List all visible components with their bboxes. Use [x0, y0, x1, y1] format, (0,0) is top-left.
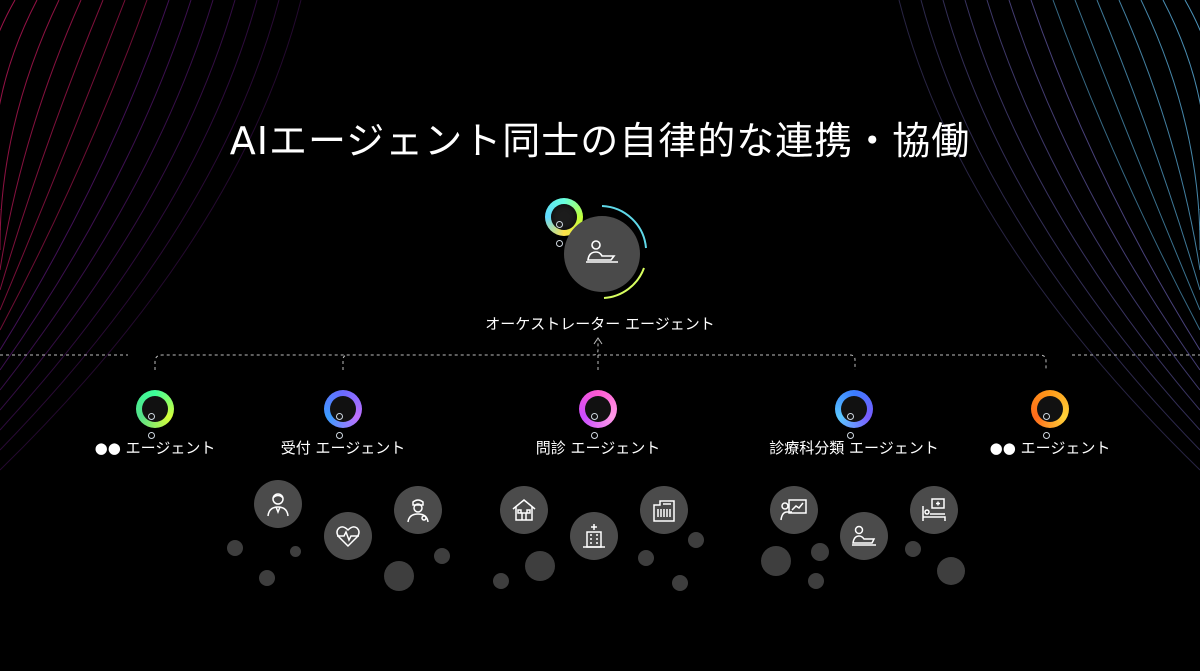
- background-arc-line: [1140, 0, 1200, 250]
- connector-right: [598, 354, 856, 370]
- doctor-icon: [267, 493, 289, 517]
- decor-dot: [493, 573, 509, 589]
- decor-dot: [808, 573, 824, 589]
- agent-unknown-left: ●● エージェント: [55, 390, 255, 458]
- nurse-icon: [407, 499, 429, 523]
- orchestrator-icon-bubble: [564, 216, 640, 292]
- presentation-icon: [780, 499, 807, 521]
- agent-label: 受付 エージェント: [280, 439, 406, 457]
- decor-dot: [905, 541, 921, 557]
- orchestrator-label: オーケストレーター エージェント: [485, 315, 715, 333]
- background-arc-line: [1184, 0, 1200, 210]
- background-arc-line: [0, 0, 82, 271]
- decor-dot: [290, 546, 301, 557]
- hospital-icon-bubble: [570, 512, 618, 560]
- page-title: AIエージェント同士の自律的な連携・協働: [229, 119, 971, 163]
- background-arc-line: [986, 0, 1200, 391]
- background-arc-line: [0, 0, 38, 230]
- agent-department: 診療科分類 エージェント: [754, 390, 954, 458]
- background-arc-line: [1030, 0, 1200, 351]
- background-arc-line: [1008, 0, 1200, 371]
- heartbeat-icon-bubble: [324, 512, 372, 560]
- background-arc-line: [942, 0, 1200, 431]
- doctor-icon-bubble: [254, 480, 302, 528]
- decor-dot: [638, 550, 654, 566]
- background-arc-line: [0, 0, 214, 391]
- connector-branch-reception: [342, 354, 349, 370]
- orchestrator-agent: [542, 192, 652, 302]
- background-arc-line: [0, 0, 192, 371]
- agent-label: 診療科分類 エージェント: [769, 439, 939, 457]
- agent-avatar: [136, 390, 174, 439]
- decor-dot: [525, 551, 555, 581]
- house-icon: [512, 499, 536, 521]
- heartbeat-icon: [336, 526, 360, 548]
- background-arc-line: [0, 0, 60, 250]
- decor-dot: [688, 532, 704, 548]
- agent-avatar: [324, 390, 362, 439]
- person-at-desk-icon: [852, 525, 876, 546]
- hospital-icon: [583, 524, 605, 548]
- hospital-bed-icon: [922, 498, 946, 521]
- house-icon-bubble: [500, 486, 548, 534]
- background-arc-line: [1096, 0, 1200, 291]
- decor-dot: [259, 570, 275, 586]
- background-arc-line: [964, 0, 1200, 411]
- decor-dot: [434, 548, 450, 564]
- agent-label: ●● エージェント: [989, 439, 1111, 457]
- building-icon-bubble: [640, 486, 688, 534]
- background-arc-line: [0, 0, 170, 351]
- connector-far-right: [862, 354, 1047, 370]
- presentation-icon-bubble: [770, 486, 818, 534]
- nurse-icon-bubble: [394, 486, 442, 534]
- background-arc-line: [1162, 0, 1200, 230]
- decor-dot: [937, 557, 965, 585]
- agent-label: ●● エージェント: [94, 439, 216, 457]
- agent-inquiry: 問診 エージェント: [498, 390, 698, 458]
- background-arc-line: [0, 0, 16, 210]
- connector-arrow-up: [593, 337, 603, 345]
- background-arc-line: [0, 0, 236, 411]
- agent-reception: 受付 エージェント: [243, 390, 443, 458]
- agent-unknown-right: ●● エージェント: [950, 390, 1150, 458]
- person-at-desk-icon-bubble: [840, 512, 888, 560]
- background-arc-line: [1052, 0, 1200, 331]
- background-arc-line: [0, 0, 104, 291]
- decor-dot: [761, 546, 791, 576]
- background-arc-line: [0, 0, 280, 451]
- orchestrator-orbit: [601, 205, 647, 299]
- agent-avatar: [579, 390, 617, 439]
- background-arc-line: [898, 0, 1200, 471]
- background-arc-line: [920, 0, 1200, 451]
- hospital-bed-icon-bubble: [910, 486, 958, 534]
- decor-dot: [672, 575, 688, 591]
- background-arc-line: [0, 0, 302, 471]
- agent-avatar: [1031, 390, 1069, 439]
- background-arc-line: [1118, 0, 1200, 271]
- agent-avatar: [835, 390, 873, 439]
- decor-dot: [384, 561, 414, 591]
- connector-main: [154, 340, 599, 370]
- agent-label: 問診 エージェント: [535, 439, 661, 457]
- person-at-desk-icon: [586, 240, 618, 263]
- background-arc-line: [1074, 0, 1200, 311]
- decor-dot: [811, 543, 829, 561]
- decor-dot: [227, 540, 243, 556]
- background-arc-line: [0, 0, 148, 331]
- background-arc-line: [0, 0, 258, 431]
- building-icon: [653, 500, 675, 522]
- background-arc-line: [0, 0, 126, 311]
